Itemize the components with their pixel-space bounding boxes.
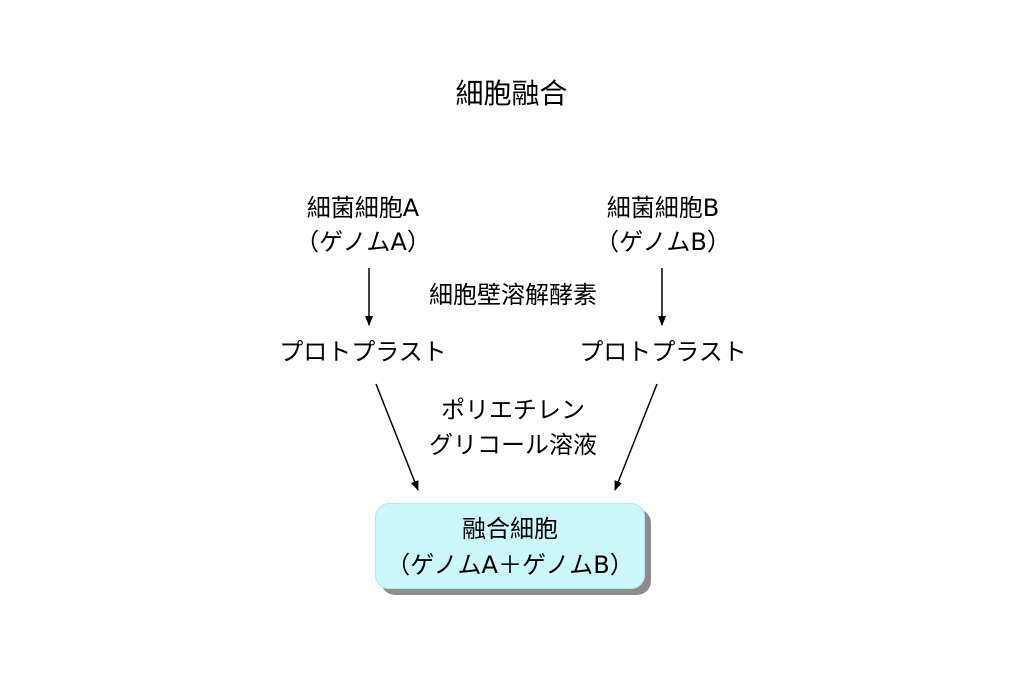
fused-cell-genome: （ゲノムA＋ゲノムB）	[386, 551, 634, 579]
arrow-protoplast-b-to-fused	[614, 383, 658, 491]
protoplast-b-label: プロトプラスト	[579, 338, 747, 366]
enzyme-label: 細胞壁溶解酵素	[429, 281, 597, 309]
fusion-agent-line2: グリコール溶液	[429, 431, 597, 459]
fusion-agent-line1: ポリエチレン	[441, 396, 585, 424]
cell-a-genome: （ゲノムA）	[295, 228, 431, 256]
cell-a-name: 細菌細胞A	[306, 194, 420, 222]
fused-cell-box	[375, 503, 645, 589]
protoplast-a-label: プロトプラスト	[279, 338, 447, 366]
fused-cell-name: 融合細胞	[462, 515, 558, 543]
arrow-protoplast-a-to-fused	[375, 383, 419, 491]
diagram-title: 細胞融合	[455, 77, 568, 110]
cell-b-genome: （ゲノムB）	[595, 228, 731, 256]
cell-b-name: 細菌細胞B	[606, 194, 720, 222]
